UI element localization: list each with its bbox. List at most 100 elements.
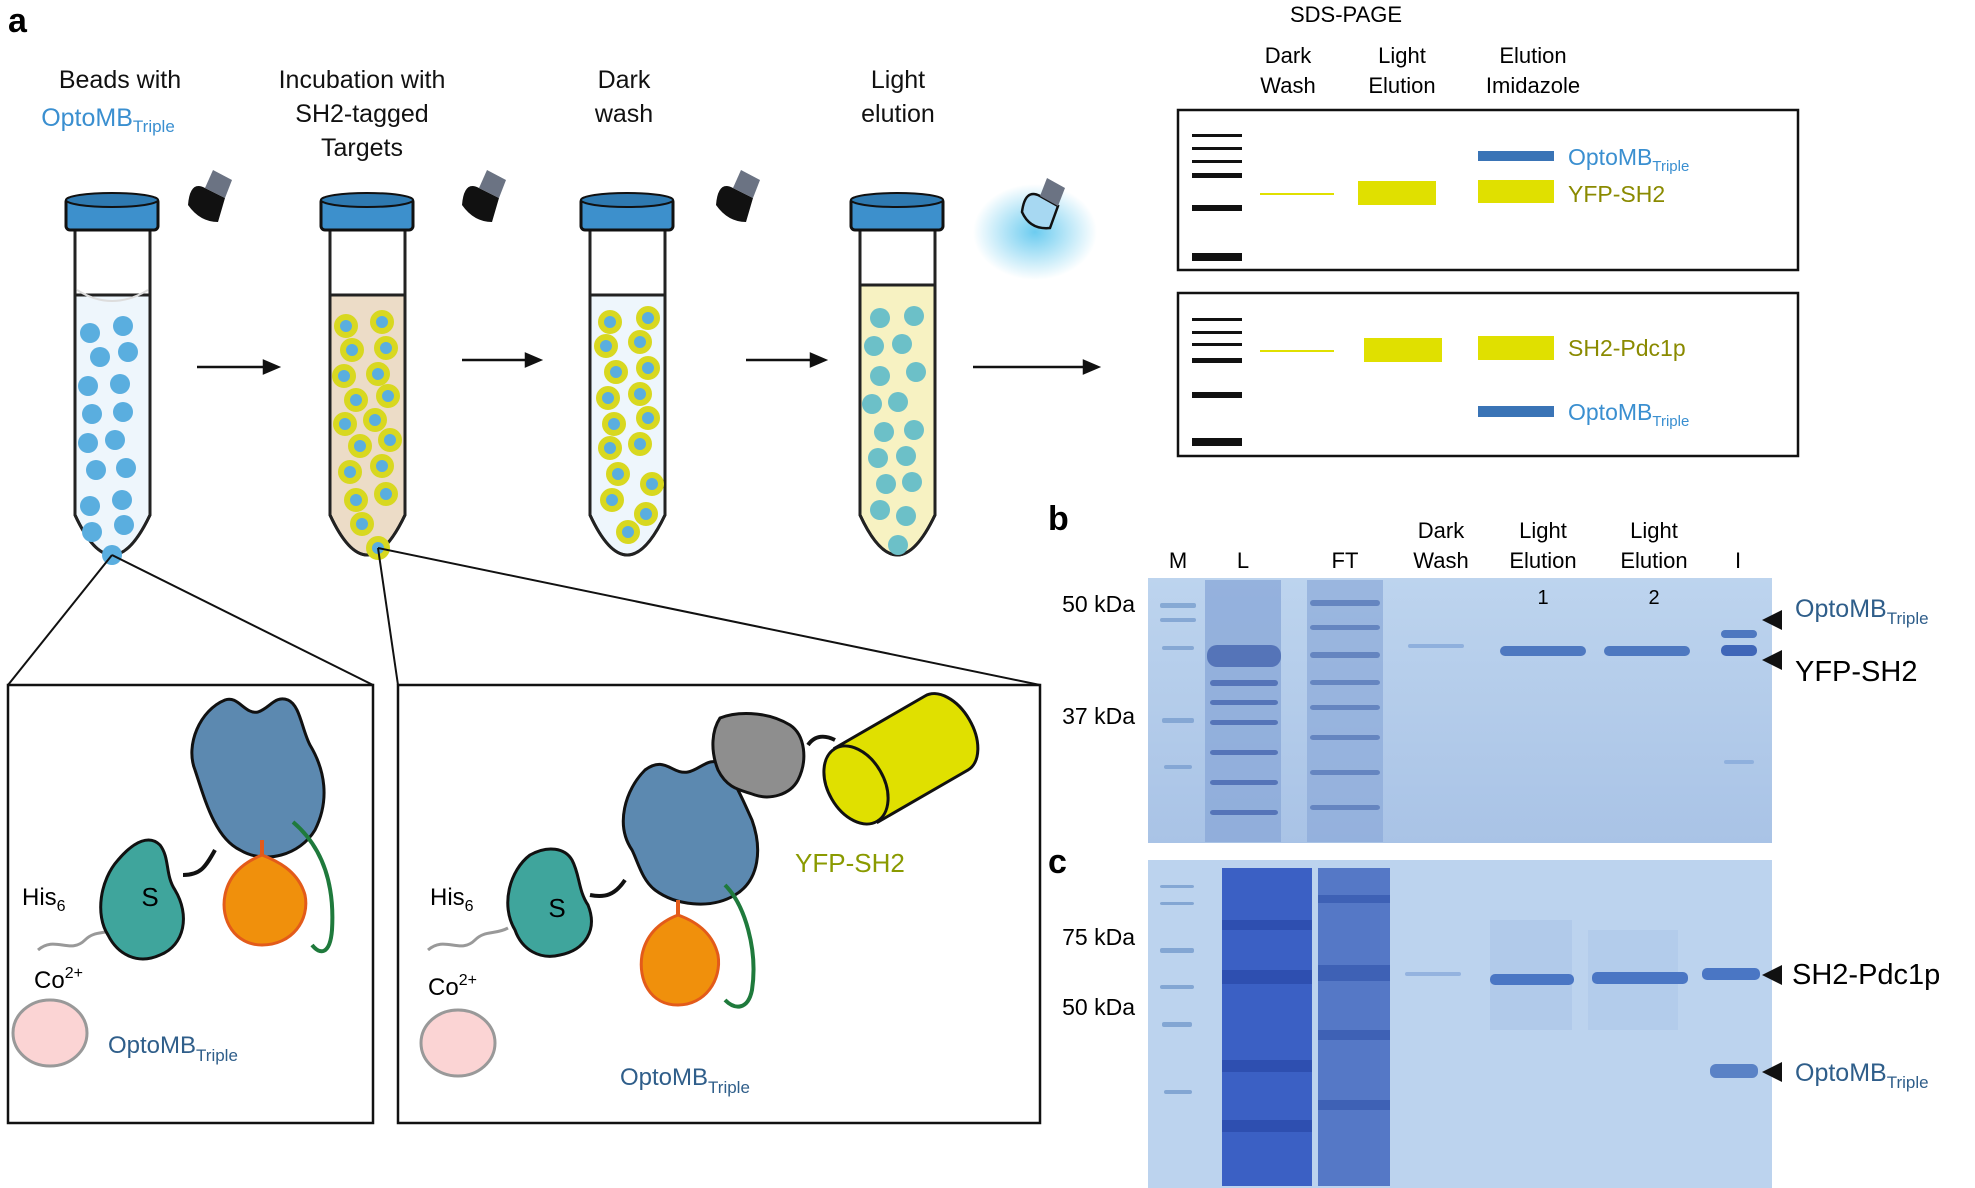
gel-b-marker-50: 50 kDa <box>1062 591 1135 617</box>
zoom-lines <box>7 547 1041 686</box>
gel-b: M L FT Dark Wash Light Elution Light Elu… <box>1062 518 1929 843</box>
step3-title-line2: wash <box>594 100 653 128</box>
inset-left-his-label: His6 <box>22 884 66 915</box>
tube-1 <box>64 170 232 565</box>
gel-b-lane-elution2: Elution <box>1620 548 1687 573</box>
inset-left-green-linker <box>291 820 335 954</box>
sds-box-1-light-elution-band <box>1358 181 1436 205</box>
gel-c-lane-ft <box>1318 868 1390 1186</box>
gel-c-marker-50: 50 kDa <box>1062 994 1135 1020</box>
sds-box-2 <box>1176 291 1800 458</box>
tube-1-lamp-dark <box>188 186 225 222</box>
gel-b-number-2: 2 <box>1648 587 1659 609</box>
inset-right-s-domain <box>506 847 593 958</box>
sds-box-1-target-label: YFP-SH2 <box>1568 181 1665 207</box>
inset-left-name: OptoMBTriple <box>108 1032 238 1065</box>
sds-box-2-optomb-label: OptoMBTriple <box>1568 399 1689 430</box>
inset-right-yfp-cylinder <box>822 692 980 826</box>
gel-b-lane-elution1: Elution <box>1509 548 1576 573</box>
step2-title-line2: SH2-tagged <box>295 100 428 128</box>
gel-b-lane-wash: Wash <box>1413 548 1468 573</box>
inset-left-bead <box>11 998 89 1068</box>
sds-lane3-line1: Elution <box>1499 43 1566 68</box>
tube-4-beads <box>862 306 926 555</box>
gel-b-lane-ft: FT <box>1332 548 1359 573</box>
sds-box-1-optomb-label: OptoMBTriple <box>1568 144 1689 175</box>
inset-right-green-linker <box>723 883 756 1009</box>
step1-title-line2: OptoMBTriple <box>41 104 175 136</box>
gel-c-target-label: SH2-Pdc1p <box>1792 959 1940 991</box>
gel-c: 75 kDa 50 kDa SH2-Pdc1p OptoMBTriple <box>1062 860 1940 1188</box>
panel-c-label: c <box>1048 843 1067 881</box>
sds-lane2-line2: Elution <box>1368 73 1435 98</box>
sds-box-2-light-elution-band <box>1364 338 1442 362</box>
sds-box-1-dark-wash-band <box>1260 193 1334 195</box>
sds-box-2-dark-wash-band <box>1260 350 1334 352</box>
gel-c-i-target-band <box>1702 968 1760 980</box>
gel-b-elution2-band <box>1604 646 1690 656</box>
gel-b-lane-dark: Dark <box>1418 518 1465 543</box>
sds-page-schematic: SDS-PAGE Dark Wash Light Elution Elution… <box>1176 2 1800 458</box>
sds-box-1-target-band <box>1478 180 1554 203</box>
gel-c-marker-75: 75 kDa <box>1062 924 1135 950</box>
inset-left-blue-protein <box>190 697 326 859</box>
gel-b-lane-l: L <box>1237 548 1249 573</box>
step4-title-line2: elution <box>861 100 935 128</box>
inset-right-blue-protein <box>621 760 760 906</box>
inset-right-bead <box>419 1008 497 1078</box>
gel-b-lane-m: M <box>1169 548 1187 573</box>
sds-box-2-optomb-band <box>1478 406 1554 417</box>
gel-b-lane-light2: Light <box>1630 518 1678 543</box>
gel-c-lane-l <box>1222 868 1312 1186</box>
tube-4 <box>849 178 1097 557</box>
light-glow <box>973 184 1097 280</box>
step2-title-line3: Targets <box>321 134 403 162</box>
sds-box-1-optomb-band <box>1478 151 1554 161</box>
gel-b-marker-37: 37 kDa <box>1062 703 1135 729</box>
gel-c-elution2-band <box>1592 972 1688 984</box>
sds-lane2-line1: Light <box>1378 43 1426 68</box>
inset-right-co-label: Co2+ <box>428 972 477 1001</box>
step2-title-line1: Incubation with <box>279 66 446 94</box>
inset-left-s-label: S <box>141 882 158 912</box>
inset-right-his-label: His6 <box>430 884 474 915</box>
sds-box-1-ladder <box>1192 134 1242 261</box>
sds-lane1-line2: Wash <box>1260 73 1315 98</box>
inset-right-name: OptoMBTriple <box>620 1064 750 1097</box>
inset-left: S His6 Co2+ OptoMBTriple <box>6 683 375 1125</box>
gel-b-arrow-optomb <box>1762 610 1782 630</box>
sds-lane1-line1: Dark <box>1265 43 1312 68</box>
step-titles: Beads with OptoMBTriple Incubation with … <box>41 66 935 162</box>
inset-right-s-label: S <box>548 893 565 923</box>
gel-b-optomb-label: OptoMBTriple <box>1795 595 1929 628</box>
inset-left-orange-domain <box>222 853 308 947</box>
gel-c-i-optomb-band <box>1710 1064 1758 1078</box>
inset-left-co-label: Co2+ <box>34 965 83 994</box>
step4-title-line1: Light <box>871 66 925 94</box>
step3-title-line1: Dark <box>598 66 651 94</box>
inset-left-s-domain <box>99 838 185 961</box>
inset-right-yfp-label: YFP-SH2 <box>795 848 905 878</box>
sds-lane3-line2: Imidazole <box>1486 73 1580 98</box>
sds-title: SDS-PAGE <box>1290 2 1402 27</box>
tube-3 <box>579 170 760 557</box>
step1-optomb: OptoMB <box>41 104 133 132</box>
gel-c-arrow-optomb <box>1762 1062 1782 1082</box>
panel-b-label: b <box>1048 500 1069 538</box>
gel-c-optomb-label: OptoMBTriple <box>1795 1059 1929 1092</box>
gel-b-lane-i: I <box>1735 548 1741 573</box>
process-arrows <box>197 352 1102 375</box>
tube-1-beads <box>78 316 138 565</box>
gel-b-arrow-target <box>1762 650 1782 670</box>
inset-right: S His6 Co2+ YFP-SH2 OptoMBTriple <box>396 683 1042 1125</box>
gel-c-elution1-band <box>1490 974 1574 985</box>
step1-optomb-sub: Triple <box>133 117 175 136</box>
sds-box-2-target-label: SH2-Pdc1p <box>1568 335 1686 361</box>
tube-3-beads <box>594 306 664 544</box>
sds-box-2-target-band <box>1478 336 1554 360</box>
gel-c-arrow-target <box>1762 965 1782 985</box>
step1-title-line1: Beads with <box>59 66 181 94</box>
tube-2-beads <box>332 310 402 560</box>
gel-b-number-1: 1 <box>1537 587 1548 609</box>
gel-b-lane-light1: Light <box>1519 518 1567 543</box>
